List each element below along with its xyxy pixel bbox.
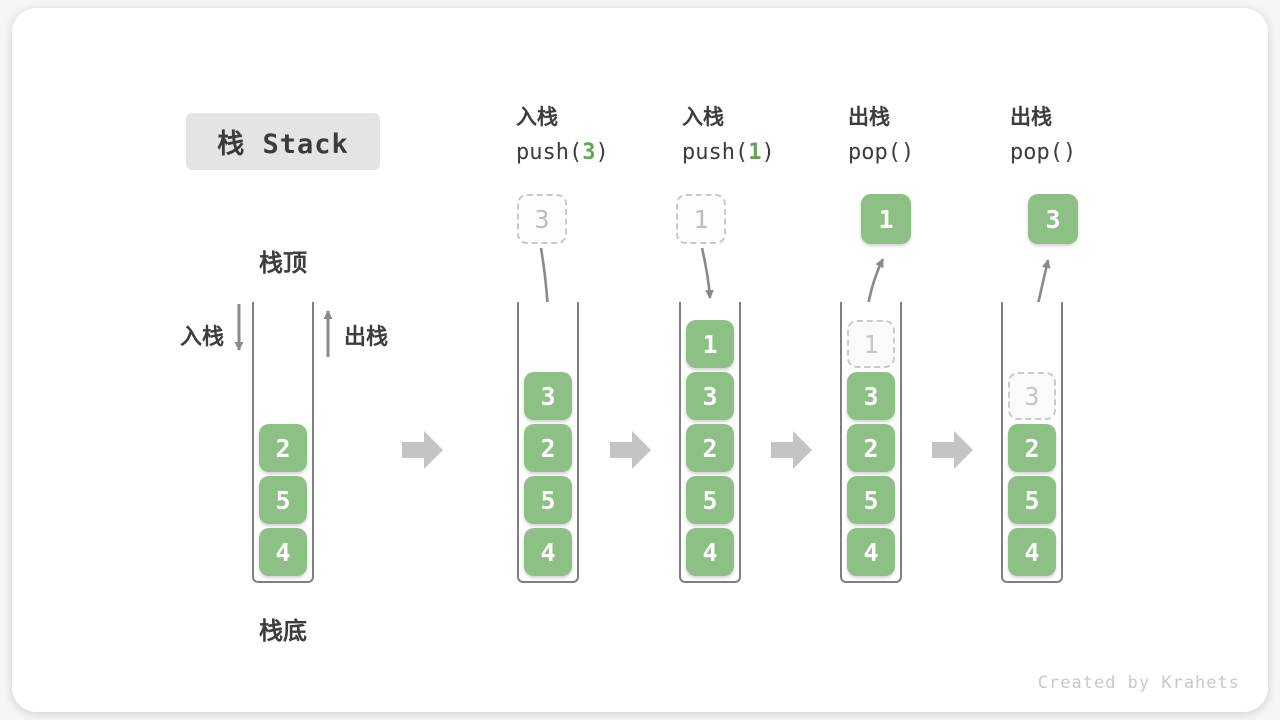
- stack-cell: 3: [524, 372, 572, 420]
- code-close: ): [595, 140, 609, 165]
- stack-cell: 4: [524, 528, 572, 576]
- code-arg: 3: [582, 140, 596, 165]
- stack-cell: 4: [686, 528, 734, 576]
- stack-cell: 1: [686, 320, 734, 368]
- operation-push-3: 入栈 push(3): [516, 104, 676, 167]
- code-fn: pop(: [1010, 140, 1063, 165]
- operation-pop-1: 出栈 pop(): [848, 104, 1008, 167]
- stack-cell: 5: [524, 476, 572, 524]
- stack-cell: 3: [686, 372, 734, 420]
- code-fn: push(: [516, 140, 583, 165]
- incoming-value-box: 3: [517, 194, 567, 244]
- popped-slot-placeholder: 1: [847, 320, 895, 368]
- incoming-value-box: 1: [676, 194, 726, 244]
- stack-cell: 4: [847, 528, 895, 576]
- operation-code: pop(): [848, 139, 1008, 167]
- operation-code: push(1): [682, 139, 842, 167]
- stack-cell: 5: [686, 476, 734, 524]
- diagram-title-text: 栈 Stack: [217, 129, 349, 160]
- flow-arrow-icon: [932, 431, 973, 469]
- operation-pop-2: 出栈 pop(): [1010, 104, 1170, 167]
- stack-top-label: 栈顶: [259, 249, 307, 277]
- flow-arrow-icon: [771, 431, 812, 469]
- operation-code: push(3): [516, 139, 676, 167]
- code-arg: 1: [748, 140, 762, 165]
- operation-label: 入栈: [682, 105, 724, 129]
- flow-arrow-icon: [402, 431, 443, 469]
- code-close: ): [1062, 140, 1077, 165]
- stack-cell: 2: [524, 424, 572, 472]
- code-close: ): [761, 140, 775, 165]
- stack-cell: 2: [847, 424, 895, 472]
- popped-value-box: 1: [861, 194, 911, 244]
- pop-label: 出栈: [344, 325, 389, 350]
- flow-arrow-icon: [610, 431, 651, 469]
- code-close: ): [900, 140, 915, 165]
- code-fn: push(: [682, 140, 749, 165]
- stack-cell: 4: [1008, 528, 1056, 576]
- operation-push-1: 入栈 push(1): [682, 104, 842, 167]
- stack-cell: 2: [686, 424, 734, 472]
- push-label: 入栈: [179, 325, 224, 350]
- stack-cell: 2: [259, 424, 307, 472]
- stack-cell: 3: [847, 372, 895, 420]
- diagram-title: 栈 Stack: [186, 113, 380, 170]
- code-fn: pop(: [848, 140, 901, 165]
- watermark: Created by Krahets: [1037, 673, 1240, 693]
- stack-cell: 5: [259, 476, 307, 524]
- operation-label: 出栈: [1010, 105, 1052, 129]
- operation-label: 出栈: [848, 105, 890, 129]
- stack-cell: 5: [847, 476, 895, 524]
- stack-bottom-label: 栈底: [259, 617, 307, 645]
- popped-value-box: 3: [1028, 194, 1078, 244]
- popped-slot-placeholder: 3: [1008, 372, 1056, 420]
- operation-code: pop(): [1010, 139, 1170, 167]
- stack-cell: 5: [1008, 476, 1056, 524]
- stack-cell: 2: [1008, 424, 1056, 472]
- operation-label: 入栈: [516, 105, 558, 129]
- push-arrow-icon: [700, 247, 714, 299]
- stack-cell: 4: [259, 528, 307, 576]
